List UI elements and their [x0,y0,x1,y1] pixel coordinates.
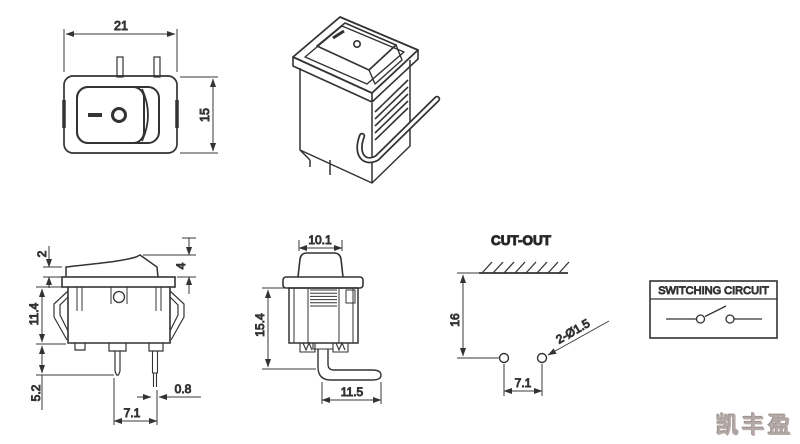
end-rocker-knob [297,252,344,278]
iso-bent-terminal [356,95,441,164]
iso-on-mark [332,29,345,40]
end-inner-walls [293,288,354,343]
end-clip-ribs [310,289,337,307]
hole-note-leader: 2-Ø1.5 [547,315,610,356]
iso-body [299,60,411,184]
watermark-text: 凯丰盈 [716,412,794,438]
dim-overall-height: 15.4 [253,287,316,370]
dim-width: 21 [63,19,178,72]
rocker-button [76,86,145,144]
cutout-hole-right [536,352,548,364]
iso-bent-terminal-core [358,97,439,162]
dim-terminal-length: 5.2 [29,345,114,410]
dim-rocker-protrusion: 2 [35,246,62,288]
cutout-view: CUT-OUT 16 7.1 2-Ø1.5 [448,233,610,396]
front-view: 21 15 [62,19,218,154]
side-terminal-middle [114,351,121,376]
spst-switch-symbol [666,305,762,324]
side-clip-right [169,290,185,341]
hole-note-label: 2-Ø1.5 [554,316,593,347]
dim-width-label: 21 [114,19,128,33]
side-inner-posts [76,287,162,311]
cutout-hole-left [498,352,510,364]
dim-rocker-peak-label: 4 [174,262,188,269]
iso-rocker-face [368,44,403,85]
iso-off-mark [352,39,361,48]
dim-height-label: 15 [198,108,212,122]
side-clip-left [53,290,69,341]
side-body [67,287,171,344]
dim-rocker-protrusion-label: 2 [35,250,49,257]
side-rocker-profile [65,254,159,278]
dim-rocker-peak: 4 [143,237,196,294]
end-bent-terminal [317,349,382,381]
end-view: 10.1 15.4 11.5 [253,233,382,404]
dim-rocker-width: 10.1 [298,233,343,252]
dim-body-height-label: 11.4 [27,302,41,325]
isometric-view [292,16,441,184]
end-side-slot [345,289,356,304]
side-terminal-right [151,351,159,387]
dim-rocker-width-label: 10.1 [308,233,332,247]
dim-terminal-pitch-label: 7.1 [124,406,141,420]
dim-height: 15 [180,76,218,154]
iso-clip-ribs [374,79,409,141]
dim-body-height: 11.4 [27,286,66,345]
dim-hole-pitch: 7.1 [503,364,543,396]
circuit-box [649,280,778,339]
rocker-edge-arc [141,88,149,142]
cutout-title: CUT-OUT [491,233,552,248]
dim-terminal-thickness: 0.8 [137,382,201,401]
dim-terminal-thickness-label: 0.8 [175,382,192,396]
side-pivot [112,290,126,304]
dim-cutout-depth-label: 16 [448,313,462,327]
off-mark [111,107,127,123]
side-feet [74,343,164,352]
dim-terminal-length-label: 5.2 [29,384,43,401]
end-body [288,287,359,344]
end-flange [282,276,364,289]
circuit-title: SWITCHING CIRCUIT [658,285,769,297]
dim-terminal-pitch: 7.1 [113,378,158,425]
cutout-hatching [481,261,570,274]
dim-foot-length: 11.5 [321,382,382,404]
dim-cutout-depth: 16 [448,272,479,357]
dim-overall-height-label: 15.4 [253,313,267,337]
side-flange [61,276,176,288]
switching-circuit: SWITCHING CIRCUIT [649,280,778,339]
dim-hole-pitch-label: 7.1 [515,376,532,390]
terminal-pin-left [116,56,124,78]
dim-foot-length-label: 11.5 [341,385,364,399]
side-view: 2 4 11.4 5.2 0.8 [27,237,201,425]
iso-flange-side [292,50,419,103]
end-bottom-tabs [299,341,349,353]
terminal-pin-right [153,56,161,78]
